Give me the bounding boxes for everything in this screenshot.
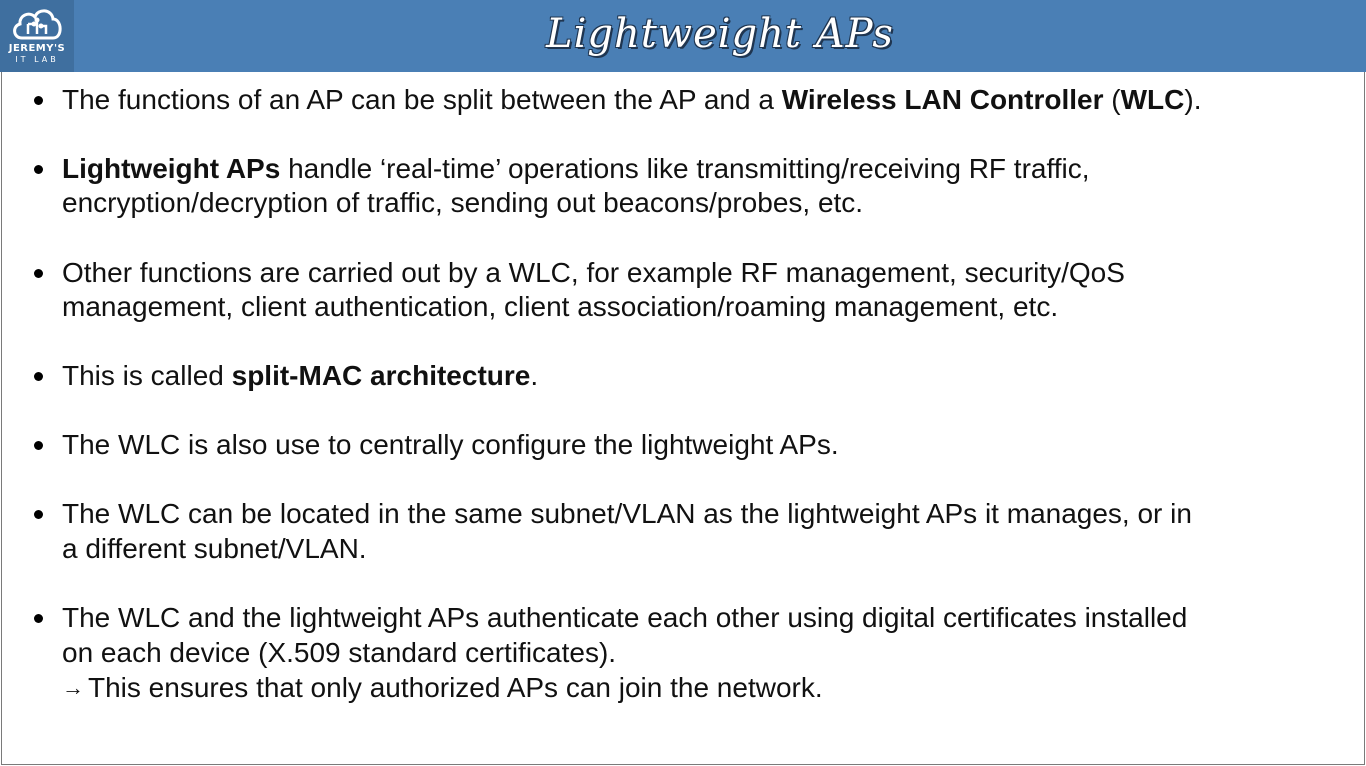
title-bar: JEREMY'S IT LAB Lightweight APs <box>0 0 1366 72</box>
bold-text: WLC <box>1120 84 1185 115</box>
text: ). <box>1184 84 1202 115</box>
text: This is called <box>62 360 232 391</box>
text: This ensures that only authorized APs ca… <box>88 672 823 703</box>
bullet-line: Other functions are carried out by a WLC… <box>62 257 1125 288</box>
slide-title: Lightweight APs <box>546 11 894 57</box>
bullet-line: The WLC can be located in the same subne… <box>62 498 1192 529</box>
bullet-dot <box>34 96 43 105</box>
text: handle ‘real-time’ operations like trans… <box>280 153 1090 184</box>
logo-line2: IT LAB <box>15 55 59 64</box>
text: The functions of an AP can be split betw… <box>62 84 782 115</box>
bullet-line: →This ensures that only authorized APs c… <box>62 671 823 707</box>
bold-text: Lightweight APs <box>62 153 281 184</box>
bullet-line: on each device (X.509 standard certifica… <box>62 637 617 668</box>
bullet-line: encryption/decryption of traffic, sendin… <box>62 187 864 218</box>
bullet-line: Lightweight APs handle ‘real-time’ opera… <box>62 152 1090 186</box>
bullet-line: The WLC is also use to centrally configu… <box>62 429 839 460</box>
bold-text: Wireless LAN Controller <box>781 84 1104 115</box>
bullet-line: a different subnet/VLAN. <box>62 533 367 564</box>
text: ( <box>1103 84 1121 115</box>
arrow-icon: → <box>62 675 84 700</box>
bullet-dot <box>34 510 43 519</box>
bullet-line: The functions of an AP can be split betw… <box>62 83 1202 117</box>
bullet-dot <box>34 269 43 278</box>
bullet-dot <box>34 372 43 381</box>
bullet-line: management, client authentication, clien… <box>62 291 1059 322</box>
logo-line1: JEREMY'S <box>8 43 66 54</box>
bullet-line: The WLC and the lightweight APs authenti… <box>62 602 1188 633</box>
slide-frame <box>1 72 1365 765</box>
bullet-dot <box>34 614 43 623</box>
bullet-dot <box>34 165 43 174</box>
logo: JEREMY'S IT LAB <box>0 0 74 72</box>
text: . <box>530 360 539 391</box>
bold-text: split-MAC architecture <box>231 360 531 391</box>
bullet-line: This is called split-MAC architecture. <box>62 359 538 393</box>
bullet-dot <box>34 441 43 450</box>
cloud-circuit-icon <box>13 9 62 40</box>
